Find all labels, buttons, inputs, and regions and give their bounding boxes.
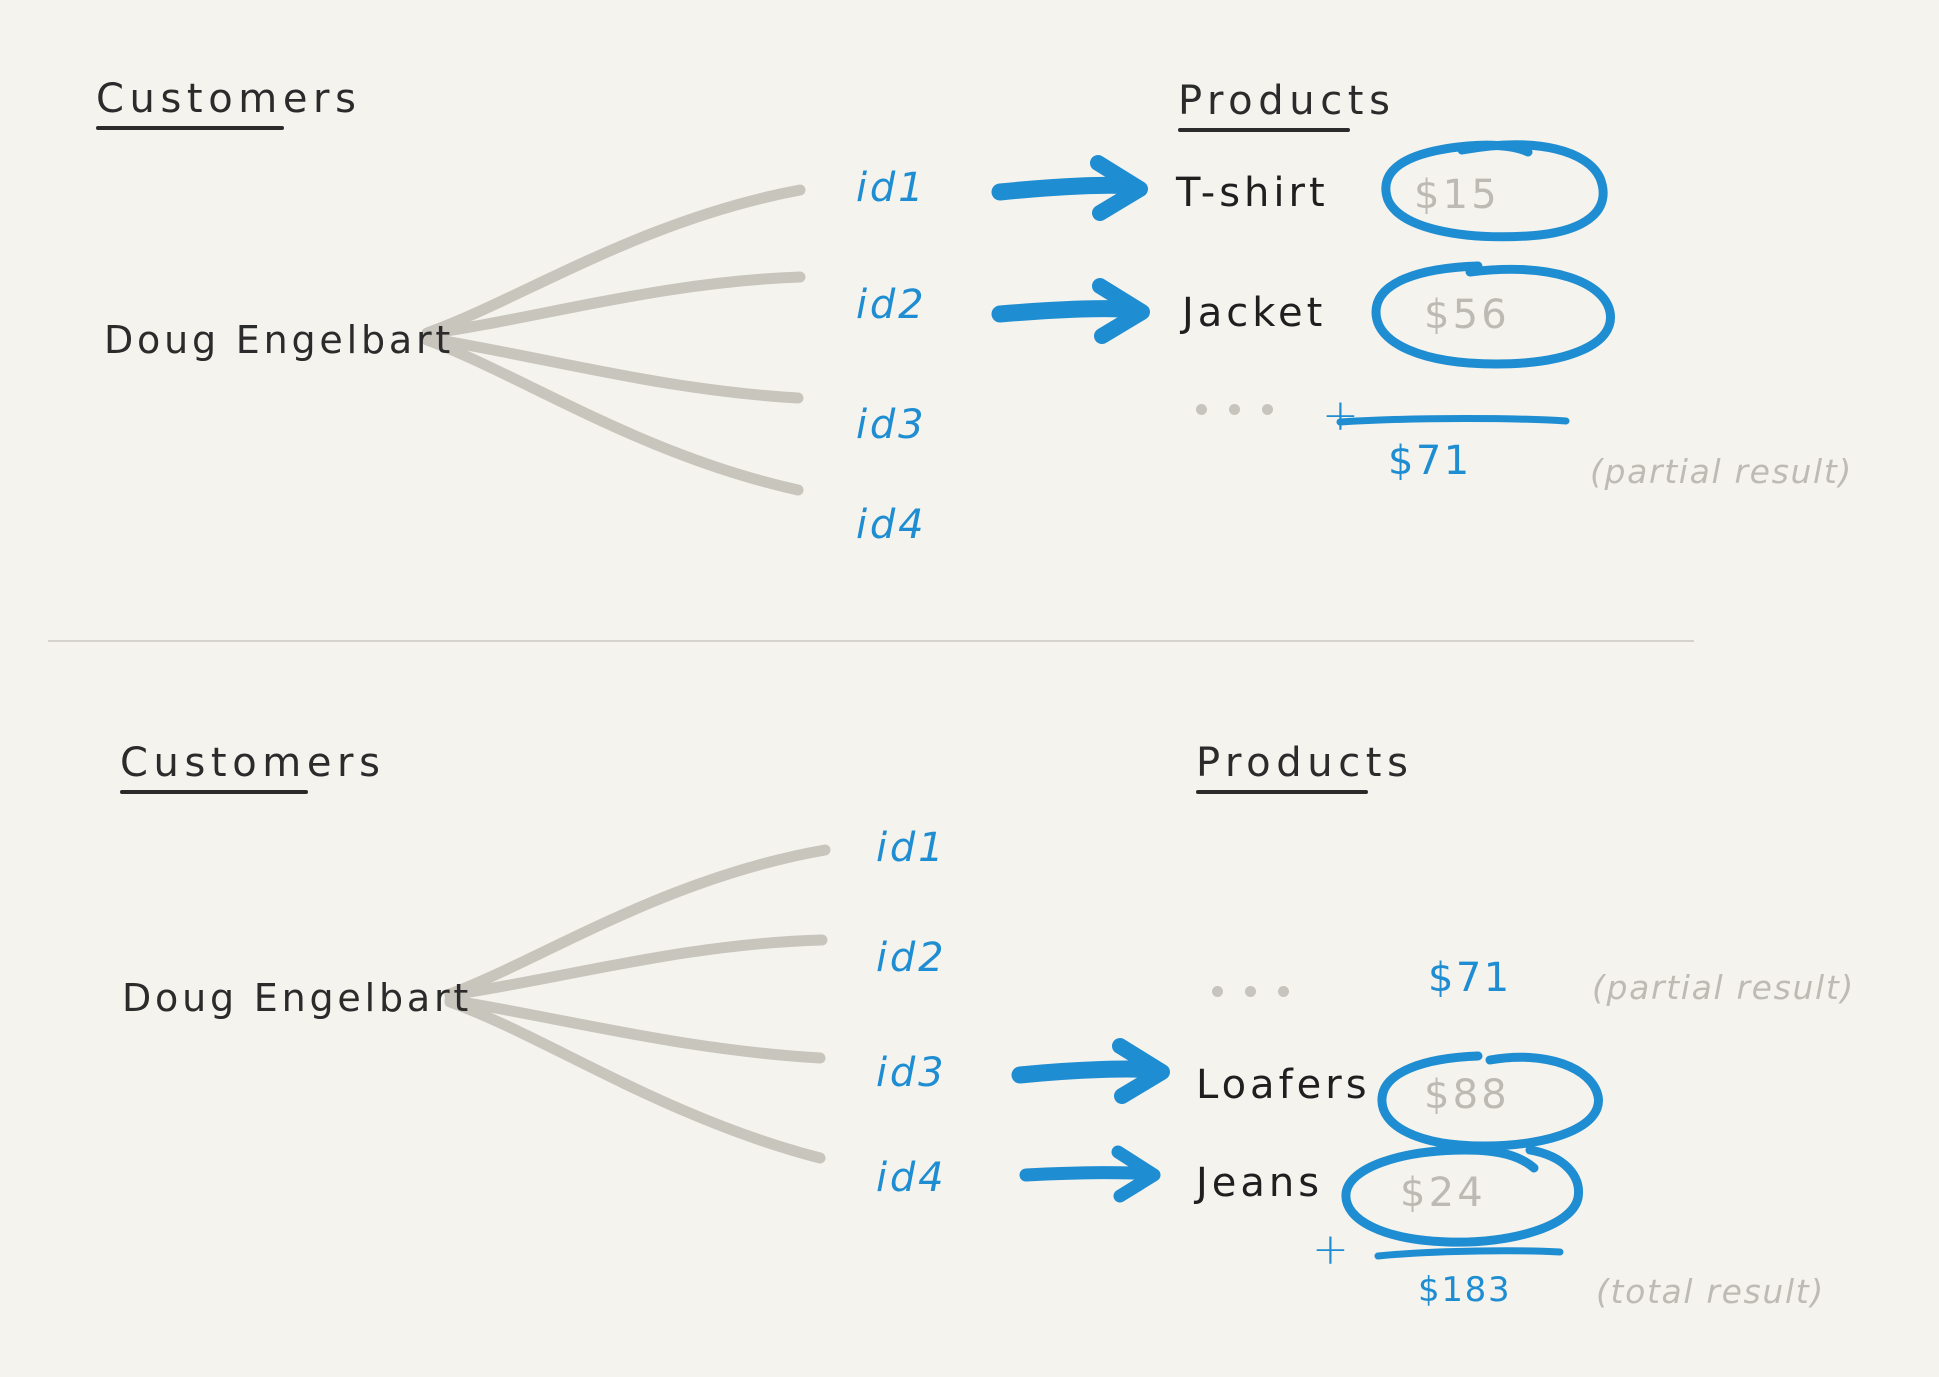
ellipsis-top (1196, 404, 1273, 415)
ellipsis-dot (1245, 986, 1256, 997)
id-label-top-1[interactable]: id1 (856, 165, 927, 211)
fan-line-top-3 (421, 332, 804, 404)
price-top-1: $15 (1414, 172, 1500, 218)
carried-note-bottom: (partial result) (1592, 968, 1855, 1007)
product-name-bottom-3: Loafers (1196, 1062, 1371, 1108)
product-name-top-1: T-shirt (1176, 170, 1329, 216)
ellipsis-dot (1196, 404, 1207, 415)
plus-sign-bottom: + (1312, 1224, 1352, 1275)
ellipsis-dot (1229, 404, 1240, 415)
carried-value-bottom: $71 (1428, 955, 1512, 1001)
price-bottom-4: $24 (1400, 1170, 1486, 1216)
price-bottom-3: $88 (1424, 1072, 1510, 1118)
plus-sign-top: + (1322, 390, 1362, 441)
result-note-bottom: (total result) (1596, 1272, 1825, 1311)
ellipsis-dot (1212, 986, 1223, 997)
id-label-top-2[interactable]: id2 (856, 282, 927, 328)
arrow-bottom-id3 (1011, 1038, 1170, 1104)
fan-line-bot-4 (444, 996, 826, 1164)
price-top-2: $56 (1424, 292, 1510, 338)
arrow-top-id1 (991, 155, 1148, 221)
ellipsis-bottom (1212, 986, 1289, 997)
fan-line-bot-2 (444, 934, 828, 1001)
customer-name-top: Doug Engelbart (104, 318, 455, 362)
fan-line-top-4 (421, 334, 804, 496)
sum-rule-top (1336, 415, 1570, 426)
result-value-top: $71 (1388, 438, 1472, 484)
panel-divider (48, 640, 1694, 642)
products-heading-underline-top (1178, 128, 1350, 132)
products-heading-underline-bottom (1196, 790, 1368, 794)
result-note-top: (partial result) (1590, 452, 1853, 491)
result-value-bottom: $183 (1418, 1270, 1512, 1310)
customer-name-bottom: Doug Engelbart (122, 976, 473, 1020)
fan-line-bot-3 (444, 994, 826, 1064)
fanout-lines-top (421, 184, 806, 496)
fanout-lines-bottom (444, 844, 831, 1164)
arrow-top-id2 (991, 278, 1150, 344)
arrow-bottom-id4 (1019, 1145, 1161, 1203)
customers-heading-underline-top (96, 126, 284, 130)
ellipsis-dot (1278, 986, 1289, 997)
id-label-bottom-2[interactable]: id2 (876, 935, 947, 981)
product-name-top-2: Jacket (1182, 290, 1327, 336)
sum-rule-bottom (1374, 1247, 1564, 1260)
id-label-bottom-4[interactable]: id4 (876, 1155, 947, 1201)
product-name-bottom-4: Jeans (1196, 1160, 1324, 1206)
fan-line-top-1 (421, 184, 806, 339)
fan-line-bot-1 (444, 844, 831, 1000)
id-label-top-3[interactable]: id3 (856, 402, 927, 448)
id-label-bottom-3[interactable]: id3 (876, 1050, 947, 1096)
id-label-top-4[interactable]: id4 (856, 502, 927, 548)
ellipsis-dot (1262, 404, 1273, 415)
customers-heading-underline-bottom (120, 790, 308, 794)
fan-line-top-2 (421, 271, 806, 340)
id-label-bottom-1[interactable]: id1 (876, 825, 947, 871)
